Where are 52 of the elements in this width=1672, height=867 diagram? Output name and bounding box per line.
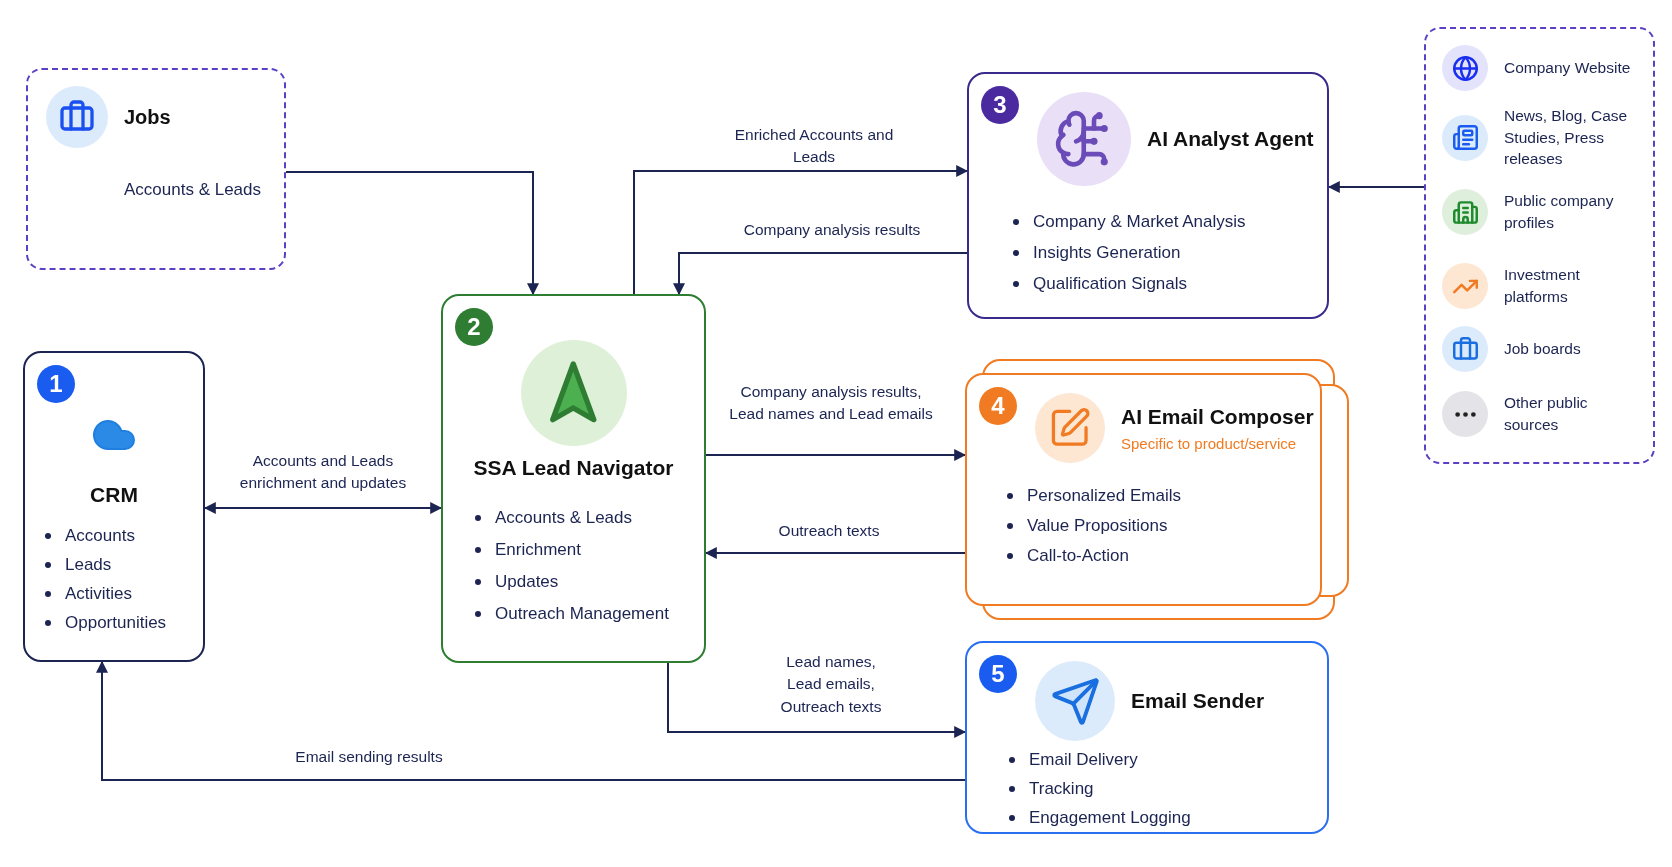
arrow [203, 502, 443, 514]
bullet-item: Value Propositions [1027, 515, 1168, 537]
card-title: SSA Lead Navigator [473, 456, 674, 480]
process-card [967, 72, 1329, 319]
source-item: Jobs [124, 105, 171, 130]
bullet-item: Activities [65, 583, 133, 605]
bullet-item: Company & Market Analysis [1033, 211, 1246, 233]
step-number: 3 [981, 86, 1019, 124]
process-card [965, 373, 1322, 606]
arrow [96, 660, 966, 781]
source-group-box [1424, 27, 1655, 464]
bullet-item: Call-to-Action [1027, 545, 1130, 567]
source-item: News, Blog, Case Studies, Press releases [1504, 106, 1629, 170]
process-card [965, 641, 1329, 834]
arrow [285, 171, 539, 296]
bullet-item: Accounts & Leads [495, 507, 633, 529]
bullet-item: Enrichment [495, 539, 581, 561]
bullet-item: Opportunities [65, 612, 167, 634]
arrow [704, 547, 966, 559]
card-title: Email Sender [1131, 689, 1265, 713]
bullet-item: Accounts [65, 525, 135, 547]
source-item: Company Website [1504, 58, 1631, 79]
source-item: Public company profiles [1504, 191, 1615, 233]
arrow [1327, 181, 1425, 193]
bullet-item: Tracking [1029, 778, 1094, 800]
card-title: AI Analyst Agent [1147, 127, 1314, 151]
bullet-item: Leads [65, 554, 112, 576]
arrow [633, 165, 969, 295]
step-number: 1 [37, 365, 75, 403]
arrow [705, 449, 967, 461]
bullet-item: Insights Generation [1033, 242, 1181, 264]
bullet-item: Updates [495, 571, 559, 593]
process-card [23, 351, 205, 662]
source-group-box [26, 68, 286, 270]
step-number: 2 [455, 308, 493, 346]
bullet-item: Personalized Emails [1027, 485, 1181, 507]
step-number: 5 [979, 655, 1017, 693]
source-item: Investment platforms [1504, 265, 1581, 307]
source-item: Accounts & Leads [124, 179, 262, 201]
source-item: Job boards [1504, 339, 1581, 360]
card-subtitle: Specific to product/service [1121, 434, 1298, 452]
bullet-item: Qualification Signals [1033, 273, 1188, 295]
source-item: Other public sources [1504, 393, 1589, 435]
bullet-item: Engagement Logging [1029, 807, 1191, 829]
arrow [667, 662, 967, 738]
arrow [673, 252, 968, 296]
card-title: AI Email Composer [1121, 404, 1314, 429]
bullet-item: Outreach Management [495, 603, 669, 625]
card-title: CRM [90, 483, 138, 507]
bullet-item: Email Delivery [1029, 749, 1138, 771]
process-card [441, 294, 706, 663]
step-number: 4 [979, 387, 1017, 425]
